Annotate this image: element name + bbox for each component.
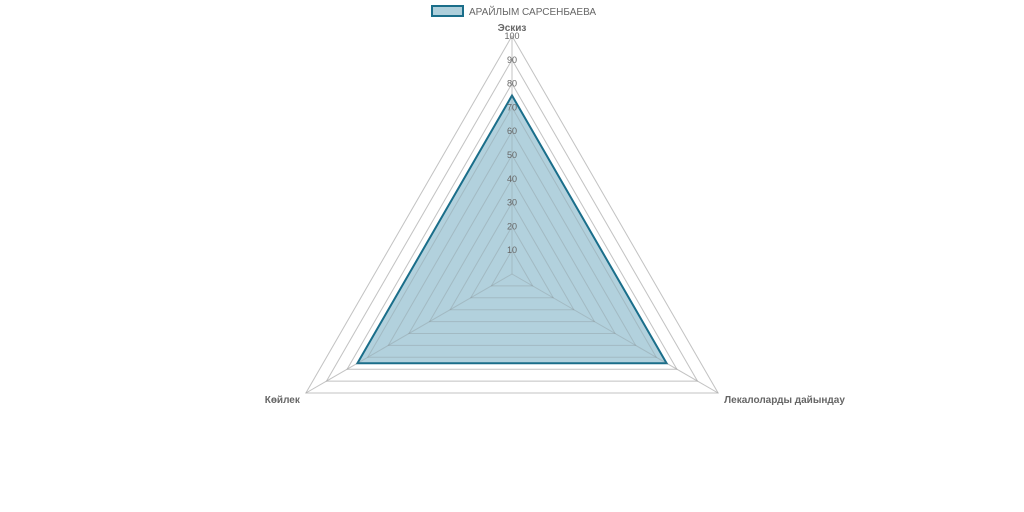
grid-ring-overlay-5 <box>408 153 616 334</box>
grid-ring-8 <box>346 82 678 370</box>
grid-ring-overlay-10 <box>305 35 719 394</box>
grid-ring-overlay-1 <box>490 249 534 287</box>
tick-label-100: 100 <box>504 31 519 41</box>
tick-label-10: 10 <box>507 245 517 255</box>
grid-ring-overlay-2 <box>469 225 555 299</box>
legend-label-0: АРАЙЛЫМ САРСЕНБАЕВА <box>469 5 596 18</box>
tick-label-90: 90 <box>507 55 517 65</box>
category-label-0: Эскиз <box>498 23 527 34</box>
tick-label-40: 40 <box>507 174 517 184</box>
tick-label-80: 80 <box>507 79 517 89</box>
grid-ring-overlay-3 <box>449 201 575 311</box>
grid-ring-overlay-7 <box>366 106 658 358</box>
axis-spoke-overlay-2 <box>305 273 513 394</box>
category-label-2: Көйлек <box>265 395 301 406</box>
tick-label-60: 60 <box>507 126 517 136</box>
series-area-0 <box>355 93 669 365</box>
grid-ring-9 <box>325 58 699 382</box>
grid-ring-overlay-8 <box>346 82 678 370</box>
tick-label-20: 20 <box>507 221 517 231</box>
tick-label-50: 50 <box>507 150 517 160</box>
category-label-1: Лекалоларды дайындау <box>724 395 845 406</box>
tick-label-70: 70 <box>507 102 517 112</box>
legend-swatch-0 <box>431 5 464 17</box>
grid-ring-overlay-9 <box>325 58 699 382</box>
grid-ring-overlay-6 <box>387 130 637 346</box>
tick-label-30: 30 <box>507 198 517 208</box>
grid-ring-10 <box>305 35 719 394</box>
grid-ring-overlay-4 <box>428 177 596 323</box>
axis-spoke-overlay-1 <box>511 273 719 394</box>
